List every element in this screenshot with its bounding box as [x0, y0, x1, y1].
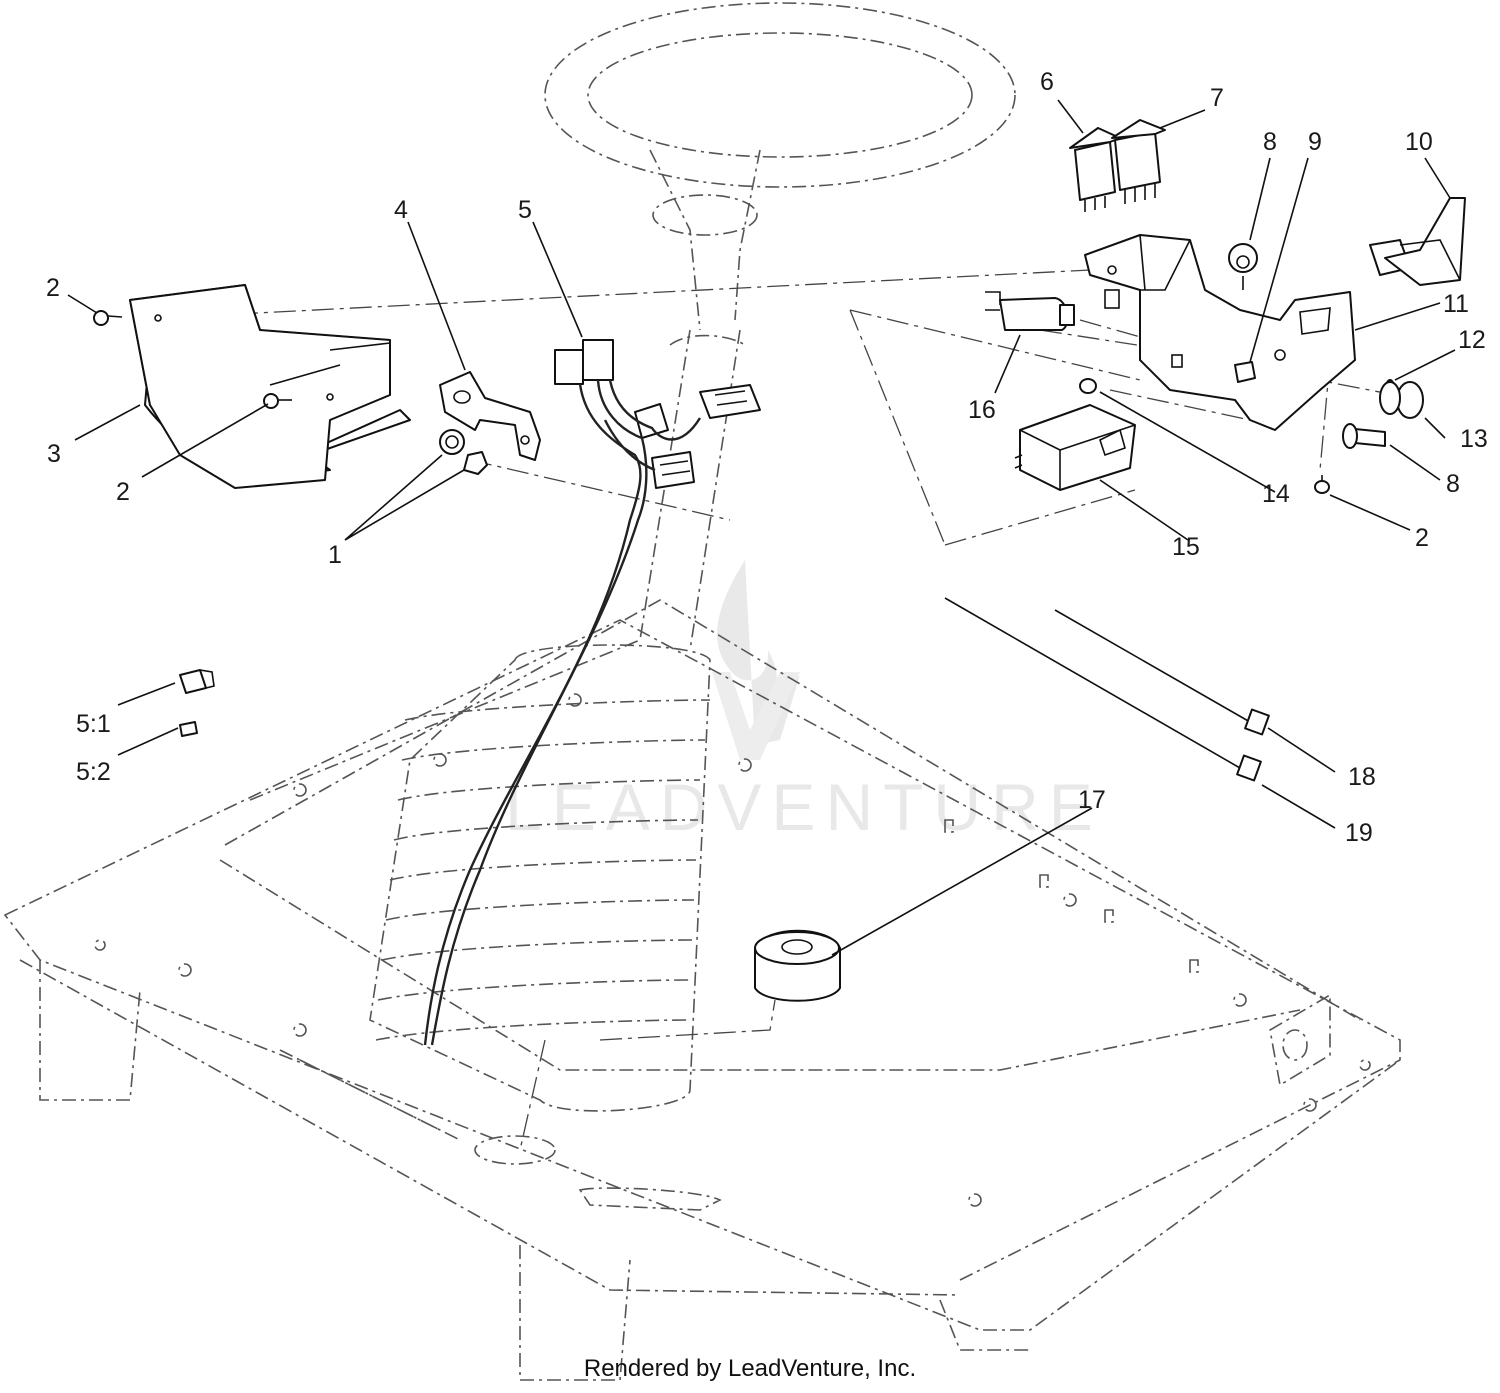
- callout-14: 14: [1262, 480, 1290, 508]
- callout-2-b: 2: [116, 478, 130, 506]
- screw-part-2-c: [1314, 475, 1330, 494]
- callout-9: 9: [1308, 128, 1322, 156]
- steering-wheel-phantom: [544, 2, 1016, 331]
- switch-part-6: [1069, 127, 1121, 212]
- callout-12: 12: [1458, 326, 1486, 354]
- watermark-text: LEADVENTURE: [505, 770, 1103, 844]
- callout-10: 10: [1405, 128, 1433, 156]
- fuse-part-5-2: [179, 721, 198, 737]
- control-module-part-15: [1014, 404, 1136, 491]
- callout-8-a: 8: [1263, 128, 1277, 156]
- switch-part-7: [1111, 119, 1166, 204]
- switch-part-16: [985, 291, 1075, 331]
- grommet-part-17: [754, 929, 841, 1002]
- callout-labels: 1 2 2 2 2 3 4 5 5:1 5:2 6 7 8 8 9 10 11 …: [46, 68, 1488, 847]
- callout-18: 18: [1348, 763, 1376, 791]
- cable-tie-part-19: [944, 597, 1262, 782]
- wire-harness-part-5: [423, 339, 761, 1046]
- callout-4: 4: [394, 196, 408, 224]
- cover-bracket-part-3: [129, 284, 411, 489]
- callout-8-b: 8: [1446, 470, 1460, 498]
- nut-part-14: [1079, 378, 1097, 394]
- callout-7: 7: [1210, 84, 1224, 112]
- callout-5-1: 5:1: [76, 710, 111, 738]
- leader-lines: [67, 99, 1456, 956]
- callout-5: 5: [518, 196, 532, 224]
- knob-part-8-a: [1228, 243, 1258, 290]
- callout-6: 6: [1040, 68, 1054, 96]
- lever-part-10: [1369, 197, 1466, 286]
- cable-tie-part-18: [1054, 609, 1270, 736]
- frame-phantom: [3, 599, 1401, 1381]
- callout-19: 19: [1345, 819, 1373, 847]
- callout-2-a: 2: [46, 274, 60, 302]
- console-bracket-part-11: [1084, 234, 1356, 431]
- callout-5-2: 5:2: [76, 758, 111, 786]
- callout-13: 13: [1460, 425, 1488, 453]
- grommet-part-13: [1379, 381, 1424, 419]
- steering-column-phantom: [369, 329, 746, 1112]
- bolt-part-8-b: [1342, 423, 1386, 449]
- leadventure-watermark-logo: [712, 560, 800, 760]
- bracket-part-4: [439, 371, 541, 461]
- callout-11: 11: [1443, 290, 1469, 318]
- callout-1: 1: [328, 541, 342, 569]
- nut-part-1: [439, 429, 488, 475]
- callout-3: 3: [47, 440, 61, 468]
- fuse-holder-part-5-1: [179, 669, 215, 694]
- render-credit: Rendered by LeadVenture, Inc.: [583, 1355, 917, 1382]
- clip-part-9: [1234, 361, 1256, 383]
- callout-17: 17: [1078, 786, 1106, 814]
- callout-2-c: 2: [1415, 524, 1429, 552]
- callout-16: 16: [968, 396, 996, 424]
- callout-15: 15: [1172, 533, 1200, 561]
- screw-part-2-a: [93, 310, 123, 326]
